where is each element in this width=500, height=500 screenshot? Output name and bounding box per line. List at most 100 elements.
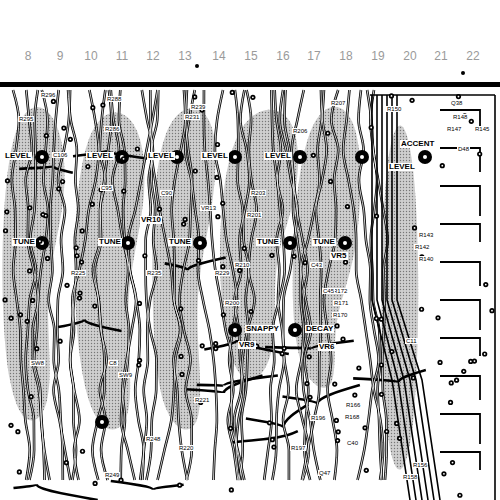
solder-pad xyxy=(482,351,487,356)
pad-hole xyxy=(345,261,347,263)
copper-trace xyxy=(265,341,354,349)
part-number: C8 xyxy=(108,360,118,366)
pad-hole xyxy=(201,345,203,347)
control-label: TUNE xyxy=(12,238,36,246)
pad-hole xyxy=(450,382,452,384)
bus-line xyxy=(397,95,440,500)
solder-pad xyxy=(68,137,73,142)
pad-hole xyxy=(439,362,441,364)
pad-hole xyxy=(39,240,41,242)
part-number: R206 xyxy=(292,128,308,134)
pad-hole xyxy=(336,325,338,327)
pad-hole xyxy=(293,328,297,332)
solder-pad xyxy=(56,186,61,191)
grid-number: 12 xyxy=(145,50,160,63)
solder-pad xyxy=(352,393,357,398)
pad-hole xyxy=(181,374,183,376)
solder-pad xyxy=(374,213,379,218)
control-label: LEVEL xyxy=(86,152,114,160)
grid-number: 22 xyxy=(465,50,480,63)
bus-line xyxy=(382,95,422,500)
solder-pad xyxy=(440,163,445,168)
solder-pad xyxy=(369,125,374,130)
grid-number: 21 xyxy=(433,50,448,63)
solder-pad xyxy=(5,178,10,183)
part-number: R147 xyxy=(446,126,462,132)
solder-pad xyxy=(178,354,183,359)
solder-pad xyxy=(229,487,234,492)
pad-hole xyxy=(102,104,104,106)
pad-hole xyxy=(216,177,218,179)
copper-trace xyxy=(121,90,158,480)
part-number: Q38 xyxy=(450,100,463,106)
pad-hole xyxy=(6,211,8,213)
solder-pad xyxy=(193,168,198,173)
solder-pad xyxy=(228,426,233,431)
solder-pad xyxy=(456,94,461,99)
solder-pad xyxy=(435,315,440,320)
pad-hole xyxy=(94,483,96,485)
solder-pad xyxy=(15,429,20,434)
control-label: VR5 xyxy=(330,252,348,260)
solder-pad xyxy=(267,420,272,425)
trace-highlight xyxy=(180,90,193,480)
solder-pad xyxy=(282,346,287,351)
solder-pad xyxy=(44,133,49,138)
pad-hole xyxy=(271,439,273,441)
copper-trace xyxy=(440,338,480,356)
pad-hole xyxy=(53,101,55,103)
pot-pad xyxy=(228,150,242,164)
pad-hole xyxy=(337,431,339,433)
pad-hole xyxy=(92,107,94,109)
part-number: R156 xyxy=(412,462,428,468)
solder-pad xyxy=(334,418,339,423)
trace-highlight xyxy=(302,90,327,480)
control-label: LEVEL xyxy=(264,152,292,160)
solder-pad xyxy=(74,245,79,250)
pad-hole xyxy=(391,95,393,97)
pot-pad xyxy=(293,150,307,164)
pad-hole xyxy=(136,148,138,150)
pad-hole xyxy=(123,190,125,192)
pad-hole xyxy=(230,427,232,429)
pad-hole xyxy=(42,214,44,216)
solder-pad xyxy=(8,423,13,428)
part-number: R140 xyxy=(418,256,434,262)
control-label: LEVEL xyxy=(388,163,416,171)
solder-pad xyxy=(250,95,255,100)
solder-pad xyxy=(29,394,34,399)
pad-hole xyxy=(82,450,84,452)
control-label: VR9 xyxy=(238,341,256,349)
part-number: R203 xyxy=(250,190,266,196)
solder-pad xyxy=(379,392,384,397)
solder-pad xyxy=(181,221,186,226)
solder-pad xyxy=(448,400,453,405)
pad-hole xyxy=(30,396,32,398)
part-number: R145 xyxy=(474,126,490,132)
copper-trace xyxy=(440,300,480,330)
pad-hole xyxy=(198,241,202,245)
pad-hole xyxy=(239,270,241,272)
solder-pad xyxy=(336,429,341,434)
pad-hole xyxy=(222,266,224,268)
pad-hole xyxy=(18,471,20,473)
pad-hole xyxy=(485,284,487,286)
trace-highlight xyxy=(284,90,308,480)
trace-highlight xyxy=(324,90,338,480)
solder-pads xyxy=(2,90,494,498)
pad-hole xyxy=(252,96,254,98)
pad-hole xyxy=(20,314,22,316)
trace-highlight xyxy=(235,90,249,480)
solder-pad xyxy=(77,290,82,295)
pad-hole xyxy=(233,155,237,159)
solder-pad xyxy=(411,375,416,380)
copper-trace xyxy=(440,414,480,444)
part-number: R207 xyxy=(330,100,346,106)
part-number: R239 xyxy=(190,104,206,110)
pad-hole xyxy=(100,420,104,424)
part-number: R200 xyxy=(224,300,240,306)
pad-hole xyxy=(458,96,460,98)
part-number: C95 xyxy=(100,185,113,191)
solder-pad xyxy=(18,312,23,317)
solder-pad xyxy=(412,225,417,230)
